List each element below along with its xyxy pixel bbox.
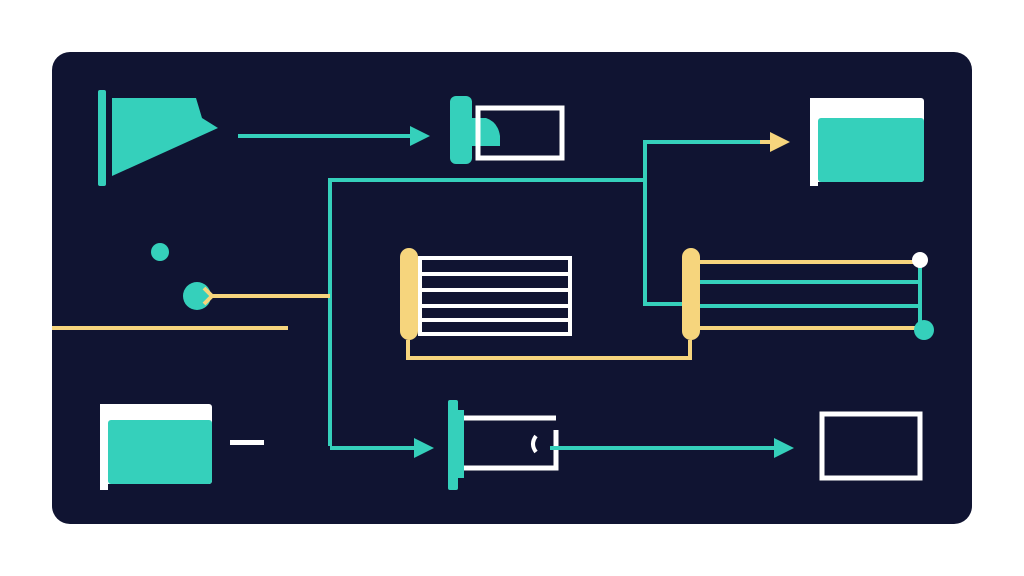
card-icon: [100, 404, 212, 490]
dash-icon: [230, 440, 264, 445]
clamp-icon: [448, 400, 559, 490]
connector-network: [328, 140, 786, 446]
dot-icon: [151, 243, 169, 261]
window-icon: [810, 98, 924, 186]
frame-icon: [819, 411, 923, 481]
monitor-icon: [450, 96, 565, 164]
flag-icon: [98, 90, 218, 186]
connector-rack-icon: [682, 248, 934, 340]
rack-icon: [400, 248, 692, 360]
